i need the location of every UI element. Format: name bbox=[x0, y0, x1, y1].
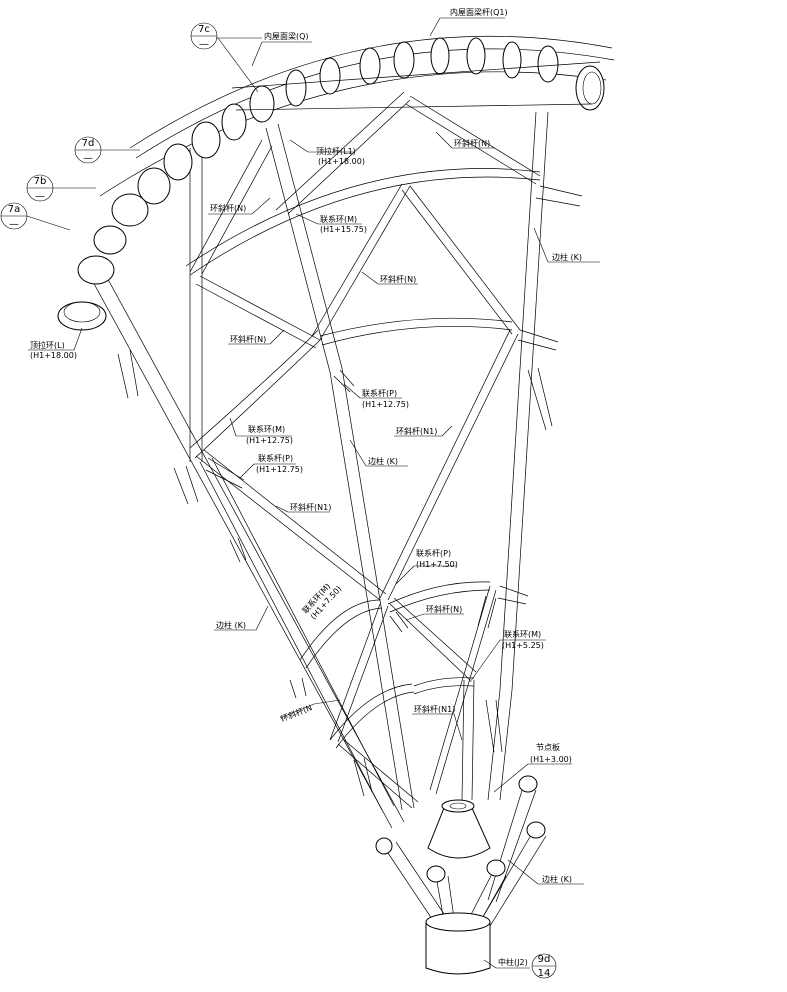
label-link-ring-m-525-elev: (H1+5.25) bbox=[502, 641, 544, 650]
label-link-bar-p-1275-center-elev: (H1+12.75) bbox=[362, 400, 409, 409]
callout-7c-label: 7c bbox=[198, 24, 210, 35]
callout-7b: 7b — bbox=[26, 174, 96, 202]
callout-7c-dash: — bbox=[199, 39, 209, 50]
callout-7b-dash: — bbox=[35, 191, 45, 202]
callout-14-label: 14 bbox=[538, 968, 551, 979]
label-center-col-j2: 中柱(J2) bbox=[498, 957, 528, 967]
label-ring-diag-n-bottom-left: 环斜杆(N bbox=[279, 702, 313, 724]
label-ring-diag-n1-center: 环斜杆(N1) bbox=[396, 426, 437, 436]
label-link-bar-p-1275-center: 联系杆(P) bbox=[362, 388, 397, 398]
label-link-ring-m-1275: 联系环(M) bbox=[248, 424, 285, 434]
label-edge-col-k-right: 边柱 (K) bbox=[552, 252, 582, 262]
callout-9d-14: 9d 14 bbox=[531, 953, 557, 979]
label-edge-col-k-center: 边柱 (K) bbox=[368, 456, 398, 466]
label-link-ring-m-525: 联系环(M) bbox=[504, 629, 541, 639]
label-link-ring-m-1575-elev: (H1+15.75) bbox=[320, 225, 367, 234]
label-ring-diag-n-low: 环斜杆(N) bbox=[426, 604, 462, 614]
label-top-ring-l: 顶拉环(L) bbox=[30, 340, 65, 350]
label-link-bar-p-750: 联系杆(P) bbox=[416, 548, 451, 558]
callout-7a: 7a — bbox=[0, 202, 71, 231]
label-link-bar-p-1275-left-elev: (H1+12.75) bbox=[256, 465, 303, 474]
callout-7c: 7c — bbox=[190, 22, 218, 50]
label-inner-roof-bar-q1: 内屋面梁杆(Q1) bbox=[450, 7, 508, 17]
label-ring-diag-n1-bottom: 环斜杆(N1) bbox=[414, 704, 455, 714]
label-node-plate: 节点板 bbox=[536, 742, 560, 752]
label-link-bar-p-750-elev: (H1+7.50) bbox=[416, 560, 458, 569]
callout-7d-dash: — bbox=[83, 153, 93, 164]
label-top-tie-l1-elev: (H1+18.00) bbox=[318, 157, 365, 166]
label-ring-diag-n-top-right: 环斜杆(N) bbox=[454, 138, 490, 148]
label-link-bar-p-1275-left: 联系杆(P) bbox=[258, 453, 293, 463]
callout-7d-label: 7d bbox=[82, 138, 95, 149]
roof-tube-segments bbox=[57, 37, 605, 331]
callout-9d-label: 9d bbox=[538, 954, 551, 965]
label-edge-col-k-left: 边柱 (K) bbox=[216, 620, 246, 630]
label-ring-diag-n-mid: 环斜杆(N) bbox=[380, 274, 416, 284]
label-ring-diag-n-left: 环斜杆(N) bbox=[230, 334, 266, 344]
label-node-plate-elev: (H1+3.00) bbox=[530, 755, 572, 764]
frame-structure bbox=[57, 35, 615, 975]
leader-lines bbox=[28, 17, 600, 969]
callout-7a-label: 7a bbox=[8, 204, 21, 215]
label-top-tie-l1: 顶拉杆(L1) bbox=[316, 146, 356, 156]
label-ring-diag-n1-left: 环斜杆(N1) bbox=[290, 502, 331, 512]
callout-7b-label: 7b bbox=[34, 176, 47, 187]
label-link-ring-m-1575: 联系环(M) bbox=[320, 214, 357, 224]
label-top-ring-l-elev: (H1+18.00) bbox=[30, 351, 77, 360]
label-link-ring-m-1275-elev: (H1+12.75) bbox=[246, 436, 293, 445]
callout-7a-dash: — bbox=[9, 219, 19, 230]
label-edge-col-k-bottom: 边柱 (K) bbox=[542, 874, 572, 884]
label-inner-roof-beam-q: 内屋面梁(Q) bbox=[264, 31, 309, 41]
callout-7d: 7d — bbox=[74, 136, 140, 164]
label-ring-diag-n-top-left: 环斜杆(N) bbox=[210, 203, 246, 213]
stub-tubes bbox=[117, 185, 583, 797]
